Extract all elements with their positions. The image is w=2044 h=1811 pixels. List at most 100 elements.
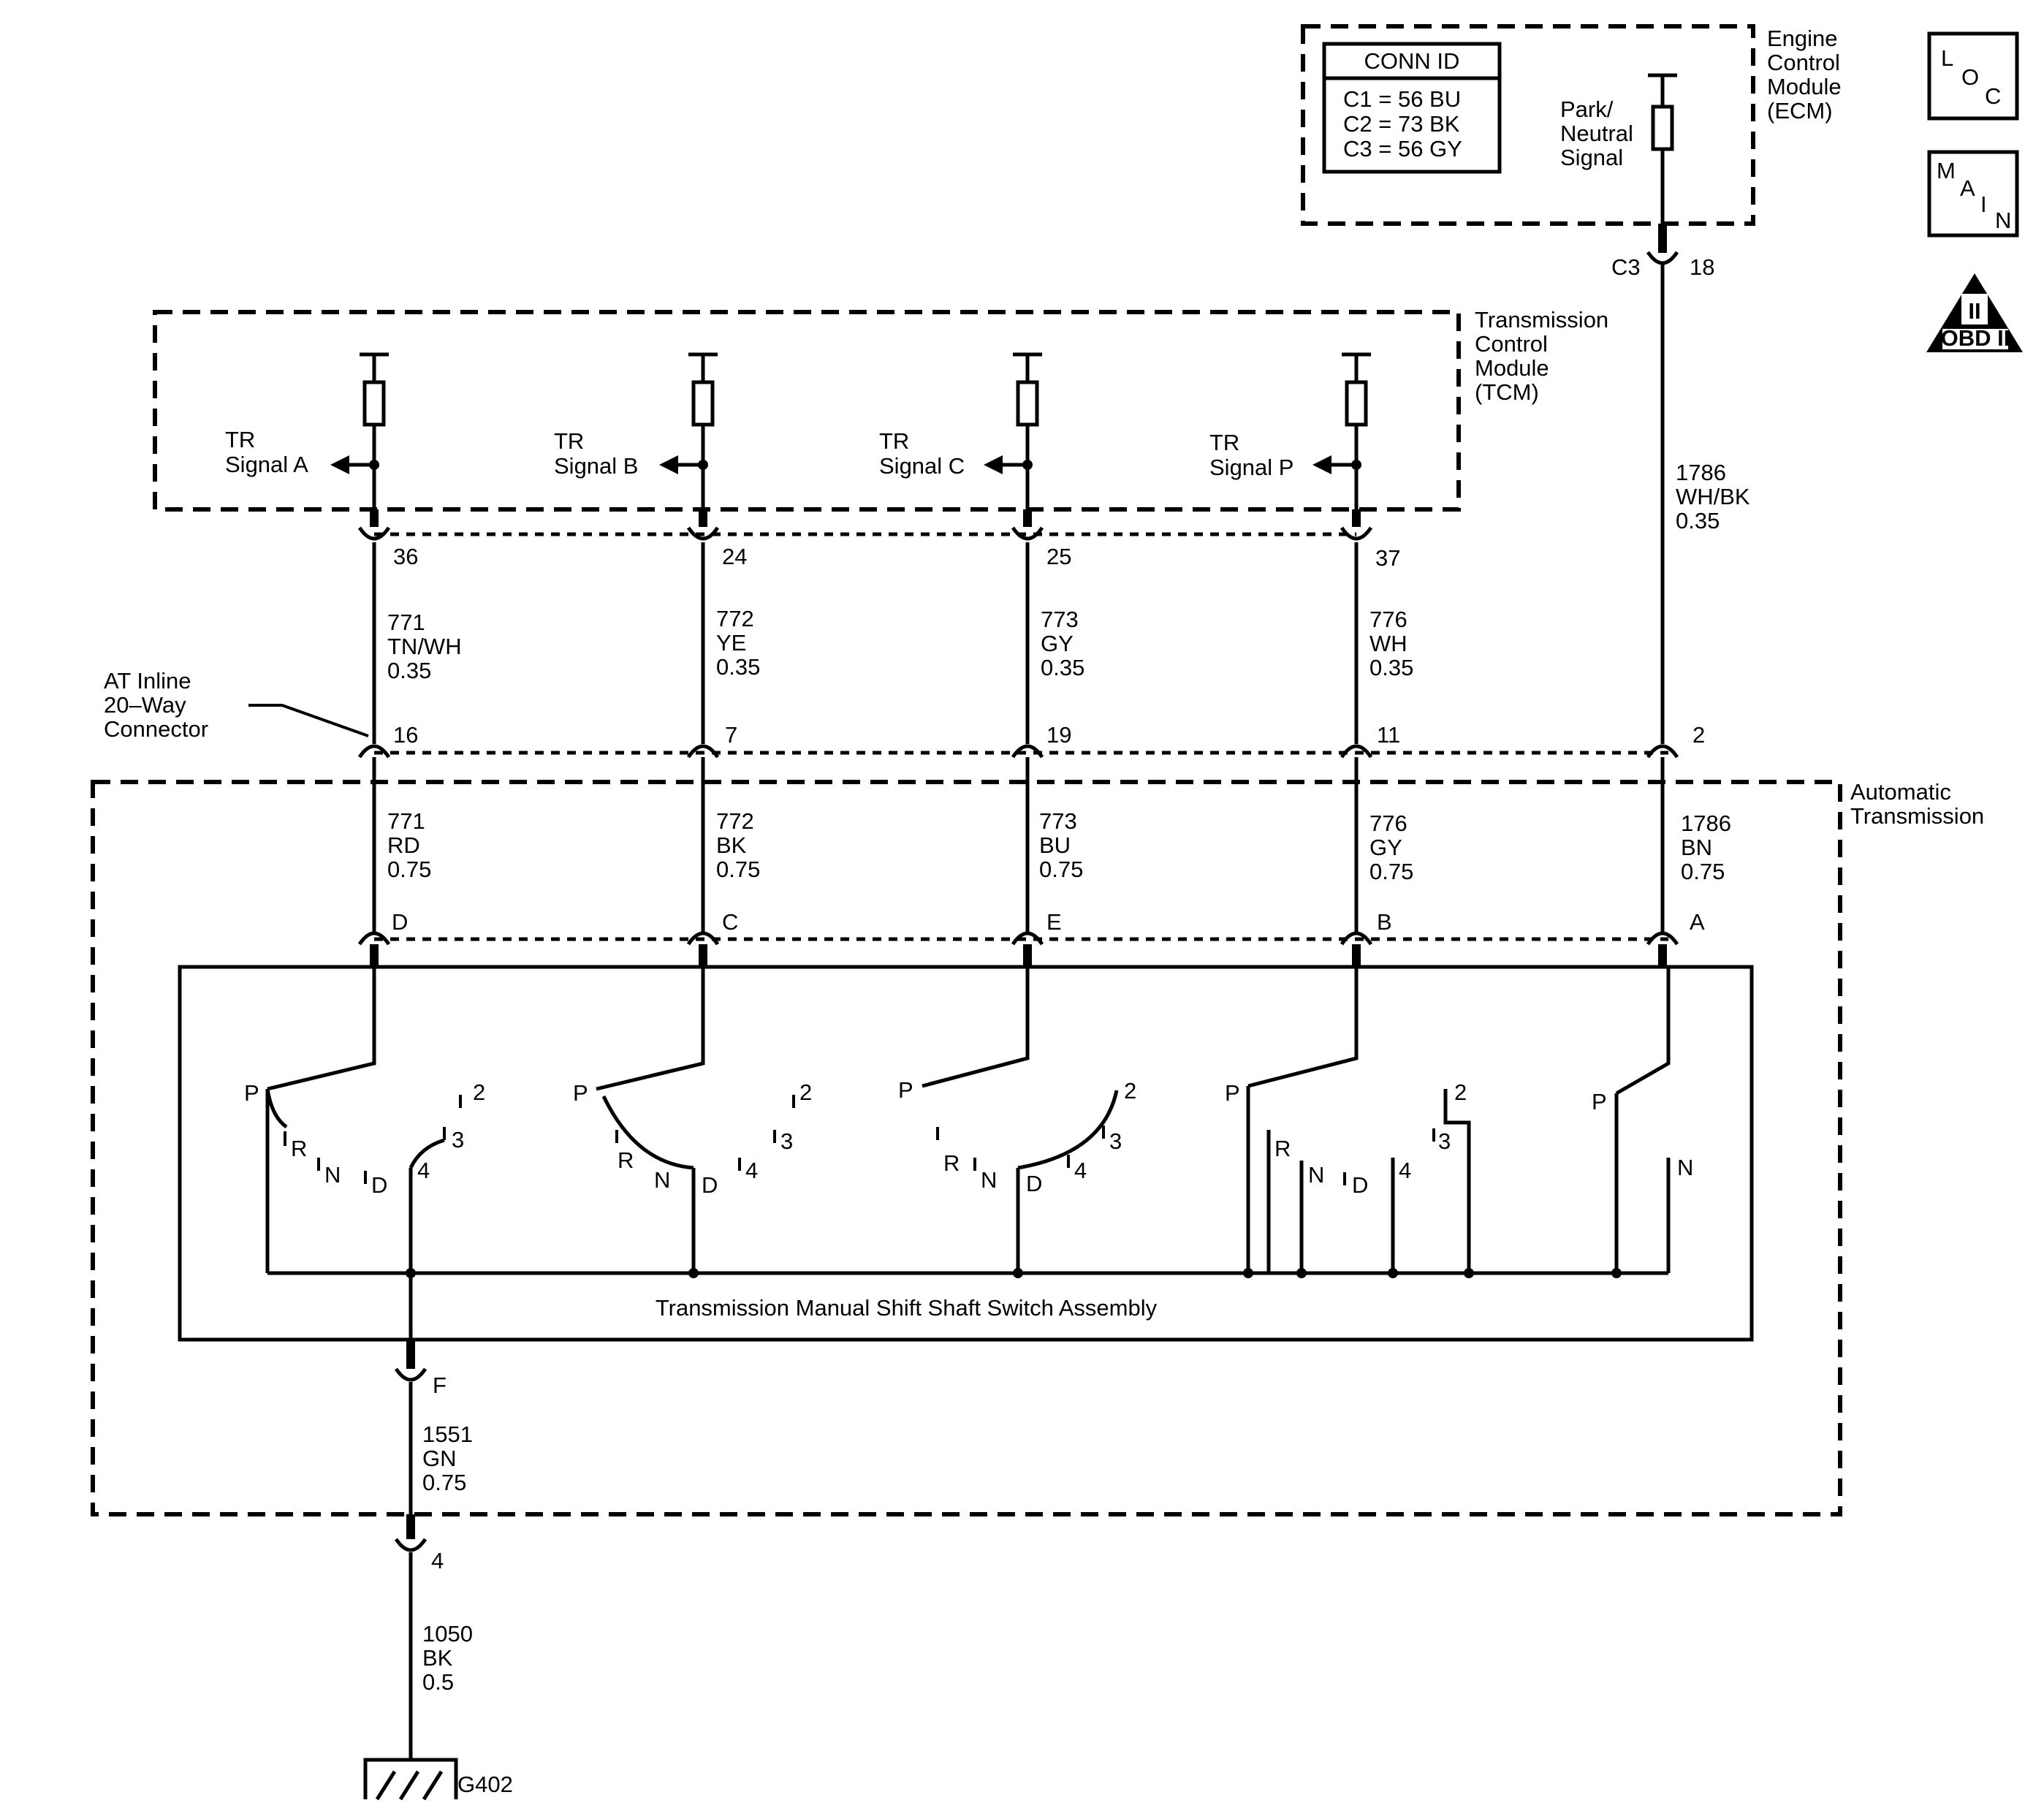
switch-position-label: N <box>981 1167 997 1193</box>
inline-connector-leader <box>248 704 369 737</box>
ecm-pn-signal: Park/ Neutral Signal C3 18 1786 WH/BK 0.… <box>1560 73 1756 744</box>
circuit-tr-signal-c: TR Signal C 25 773 GY 0.35 19 773 BU 0.7… <box>879 352 1084 966</box>
transmission-boundary <box>91 780 1842 1516</box>
switch-group-1: P R N D 2 3 4 <box>244 966 485 1273</box>
svg-text:II: II <box>1968 298 1980 324</box>
tcm-pin-label: 36 <box>393 544 418 569</box>
switch-position-label: R <box>943 1150 960 1176</box>
conn-id-row: C1 = 56 BU <box>1343 86 1461 112</box>
conn-id-title: CONN ID <box>1364 48 1460 74</box>
svg-text:A: A <box>1960 175 1975 201</box>
tcm-pin-label: 25 <box>1046 544 1071 569</box>
switch-position-label: N <box>1308 1162 1324 1188</box>
switch-position-label: 2 <box>473 1079 485 1105</box>
switch-group-4: P R N D 2 3 4 <box>1225 966 1471 1273</box>
wire-label: 1551 GN 0.75 <box>422 1421 479 1495</box>
switch-position-label: 3 <box>1438 1128 1451 1154</box>
switch-position-label: D <box>1026 1171 1042 1196</box>
wire-label: 773 GY 0.35 <box>1041 607 1084 680</box>
switch-position-label: 4 <box>1399 1158 1411 1183</box>
switch-position-label: 3 <box>1109 1128 1122 1154</box>
switch-position-label: P <box>1225 1080 1240 1106</box>
switch-position-label: N <box>1677 1155 1693 1180</box>
switch-group-5: P N <box>1592 966 1693 1273</box>
switch-position-label: 2 <box>1124 1078 1136 1104</box>
circuit-tr-signal-b: TR Signal B 24 772 YE 0.35 7 772 BK 0.75… <box>554 352 760 966</box>
tcm-boundary <box>153 310 1461 512</box>
switch-position-label: R <box>291 1136 307 1161</box>
wire-label: 772 YE 0.35 <box>716 606 760 680</box>
switch-pin-label: E <box>1046 909 1062 935</box>
switch-position-label: P <box>898 1077 913 1103</box>
wire-label: 773 BU 0.75 <box>1039 808 1083 882</box>
switch-position-label: P <box>1592 1089 1607 1115</box>
wire-label: 776 GY 0.75 <box>1369 810 1413 884</box>
switch-assembly-box <box>178 965 1754 1342</box>
ground-circuit: F 1551 GN 0.75 4 1050 BK 0.5 G402 <box>363 1273 513 1801</box>
ecm-label: Engine Control Module (ECM) <box>1767 26 1847 124</box>
wire-label: 1786 BN 0.75 <box>1681 810 1738 884</box>
inline-pin-label: 2 <box>1692 722 1705 748</box>
obd-ii-icon: II OBD II <box>1926 273 2023 352</box>
switch-position-label: 4 <box>1074 1158 1087 1183</box>
ecm-pin-label: 18 <box>1690 254 1714 280</box>
svg-text:O: O <box>1961 64 1979 90</box>
tcm-pin-label: 37 <box>1375 545 1400 571</box>
wire-label: 771 TN/WH 0.35 <box>387 610 468 683</box>
switch-group-3: P R N D 2 3 4 <box>898 966 1136 1273</box>
inline-connector-label: AT Inline 20–Way Connector <box>104 668 208 742</box>
switch-position-label: D <box>371 1172 387 1198</box>
switch-pin-label: B <box>1377 909 1392 935</box>
switch-position-label: 4 <box>417 1158 430 1183</box>
conn-id-row: C2 = 73 BK <box>1343 111 1460 137</box>
main-icon: M A I N <box>1927 150 2019 238</box>
loc-icon: L O C <box>1927 31 2019 121</box>
pn-signal-label: Park/ Neutral Signal <box>1560 96 1640 170</box>
switch-position-label: R <box>618 1147 634 1173</box>
inline-pin-label: 19 <box>1046 722 1071 748</box>
inline-pin-label: 11 <box>1377 722 1400 748</box>
svg-text:L: L <box>1941 45 1953 71</box>
tr-signal-label: TR Signal C <box>879 428 965 479</box>
tr-signal-label: TR Signal A <box>225 427 308 477</box>
switch-position-label: P <box>244 1080 259 1106</box>
switch-pin-label: D <box>392 909 408 935</box>
wire-label: 1786 WH/BK 0.35 <box>1676 460 1756 534</box>
svg-text:C: C <box>1985 83 2001 109</box>
switch-pin-label: C <box>722 909 738 935</box>
switch-position-label: N <box>324 1162 341 1188</box>
svg-text:I: I <box>1980 191 1987 217</box>
ground-switch-pin-label: F <box>433 1373 447 1398</box>
ecm-boundary <box>1301 24 1755 226</box>
switch-position-label: 2 <box>799 1079 812 1105</box>
switch-position-label: 4 <box>745 1158 758 1183</box>
inline-pin-label: 7 <box>725 722 737 748</box>
circuit-tr-signal-p: TR Signal P 37 776 WH 0.35 11 776 GY 0.7… <box>1209 352 1413 966</box>
switch-position-label: 3 <box>780 1128 793 1154</box>
switch-position-label: D <box>1352 1172 1368 1198</box>
svg-text:OBD II: OBD II <box>1941 325 2010 351</box>
switch-position-label: 3 <box>452 1127 464 1153</box>
tcm-pin-label: 24 <box>722 544 747 569</box>
circuit-tr-signal-a: TR Signal A 36 771 TN/WH 0.35 16 771 RD … <box>225 352 468 966</box>
ground-label: G402 <box>457 1772 513 1797</box>
wire-label: 1050 BK 0.5 <box>422 1621 479 1695</box>
circuit-park-neutral: 2 1786 BN 0.75 A <box>1646 722 1738 966</box>
tcm-label: Transmission Control Module (TCM) <box>1475 307 1615 405</box>
wire-label: 772 BK 0.75 <box>716 808 760 882</box>
svg-text:N: N <box>1995 208 2011 233</box>
switch-position-label: N <box>654 1167 670 1193</box>
switch-pin-label: A <box>1690 909 1705 935</box>
wire-label: 776 WH 0.35 <box>1369 607 1413 680</box>
ground-icon <box>363 1758 458 1801</box>
wire-label: 771 RD 0.75 <box>387 808 431 882</box>
switch-position-label: 2 <box>1454 1079 1467 1105</box>
switch-position-label: P <box>573 1080 588 1106</box>
ground-pin-label: 4 <box>431 1548 444 1573</box>
inline-pin-label: 16 <box>393 722 418 748</box>
switch-position-label: D <box>702 1172 718 1198</box>
switch-position-label: R <box>1274 1136 1291 1161</box>
conn-id-box: CONN ID C1 = 56 BU C2 = 73 BK C3 = 56 GY <box>1322 42 1502 174</box>
tr-signal-label: TR Signal B <box>554 428 638 479</box>
